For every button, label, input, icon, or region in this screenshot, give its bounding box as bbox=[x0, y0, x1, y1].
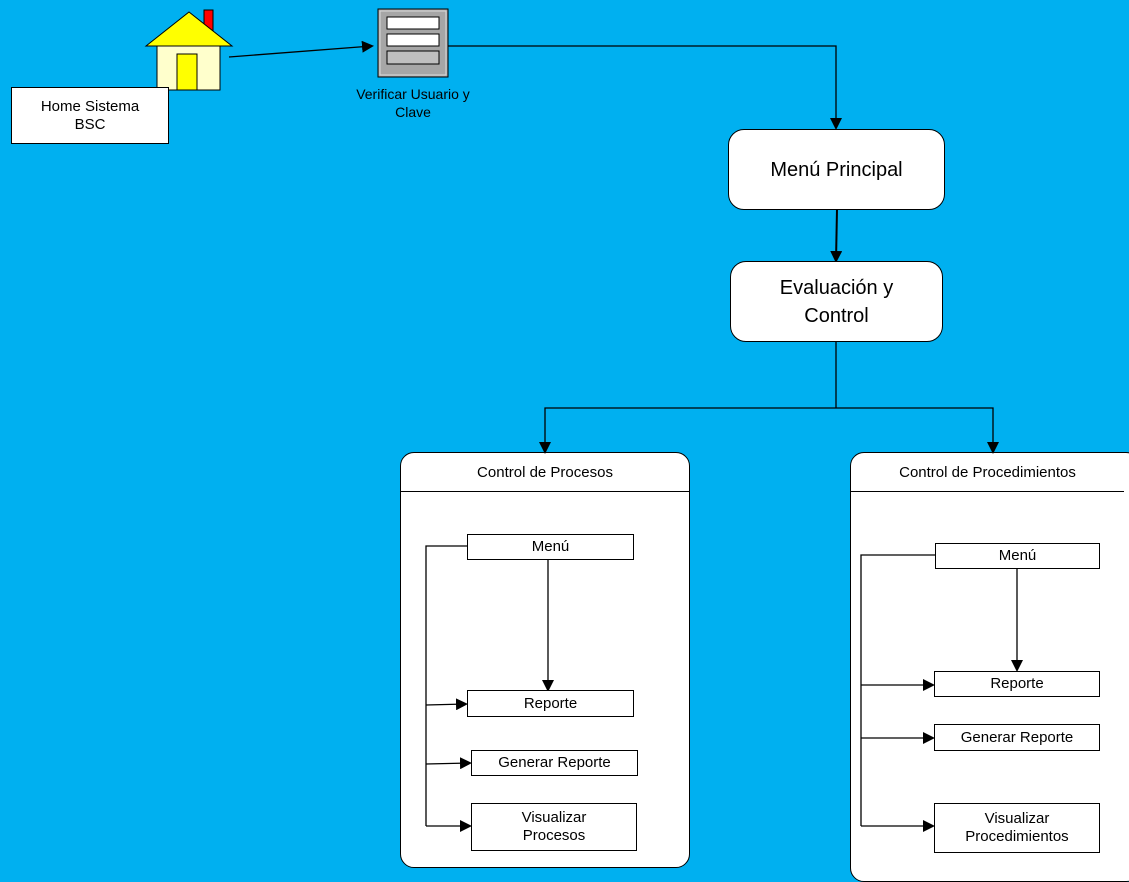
home-sistema-label[interactable]: Home Sistema BSC bbox=[11, 87, 169, 144]
main-menu-node[interactable]: Menú Principal bbox=[728, 129, 945, 210]
procedures-menu-label: Menú bbox=[998, 547, 1037, 564]
login-label-line1: Verificar Usuario y bbox=[356, 86, 470, 102]
evaluation-label-line2: Control bbox=[804, 304, 869, 327]
edge-proc-bus-report bbox=[425, 698, 468, 711]
login-label: Verificar Usuario y Clave bbox=[328, 86, 498, 121]
processes-view-item[interactable]: Visualizar Procesos bbox=[471, 803, 637, 851]
procedures-generate-report-item[interactable]: Generar Reporte bbox=[934, 724, 1100, 751]
procedures-view-label-line2: Procedimientos bbox=[965, 828, 1069, 845]
edge-login-menu bbox=[448, 45, 842, 130]
procedures-generate-report-label: Generar Reporte bbox=[960, 728, 1074, 746]
main-menu-label: Menú Principal bbox=[770, 158, 903, 181]
edge-split-procedures bbox=[836, 407, 999, 454]
processes-view-label-line2: Procesos bbox=[522, 827, 586, 844]
processes-view-label-line1: Visualizar bbox=[521, 809, 587, 826]
procedures-view-label-line1: Visualizar bbox=[984, 810, 1050, 827]
processes-panel-title: Control de Procesos bbox=[401, 453, 689, 492]
processes-panel: Control de Procesos bbox=[400, 452, 690, 868]
home-label-line2: BSC bbox=[74, 115, 106, 133]
edge-proc-bus-generate bbox=[425, 757, 472, 770]
edge-proc-bus bbox=[425, 545, 468, 826]
processes-report-label: Reporte bbox=[523, 694, 578, 712]
edge-home-login bbox=[228, 40, 374, 58]
processes-menu-item[interactable]: Menú bbox=[467, 534, 634, 560]
home-label-line1: Home Sistema bbox=[40, 97, 140, 115]
procedures-view-item[interactable]: Visualizar Procedimientos bbox=[934, 803, 1100, 853]
evaluation-label-line1: Evaluación y bbox=[779, 276, 894, 299]
procedures-panel-title: Control de Procedimientos bbox=[851, 453, 1124, 492]
evaluation-control-node[interactable]: Evaluación y Control bbox=[730, 261, 943, 342]
login-label-line2: Clave bbox=[395, 103, 431, 120]
edge-menu-eval bbox=[830, 208, 843, 263]
processes-report-item[interactable]: Reporte bbox=[467, 690, 634, 717]
procedures-report-item[interactable]: Reporte bbox=[934, 671, 1100, 697]
edge-pcd-bus bbox=[860, 554, 935, 826]
processes-generate-report-item[interactable]: Generar Reporte bbox=[471, 750, 638, 776]
processes-generate-report-label: Generar Reporte bbox=[498, 754, 611, 771]
procedures-menu-item[interactable]: Menú bbox=[935, 543, 1100, 569]
processes-menu-label: Menú bbox=[531, 538, 570, 555]
procedures-report-label: Reporte bbox=[990, 675, 1044, 692]
edge-split-processes bbox=[539, 407, 836, 454]
